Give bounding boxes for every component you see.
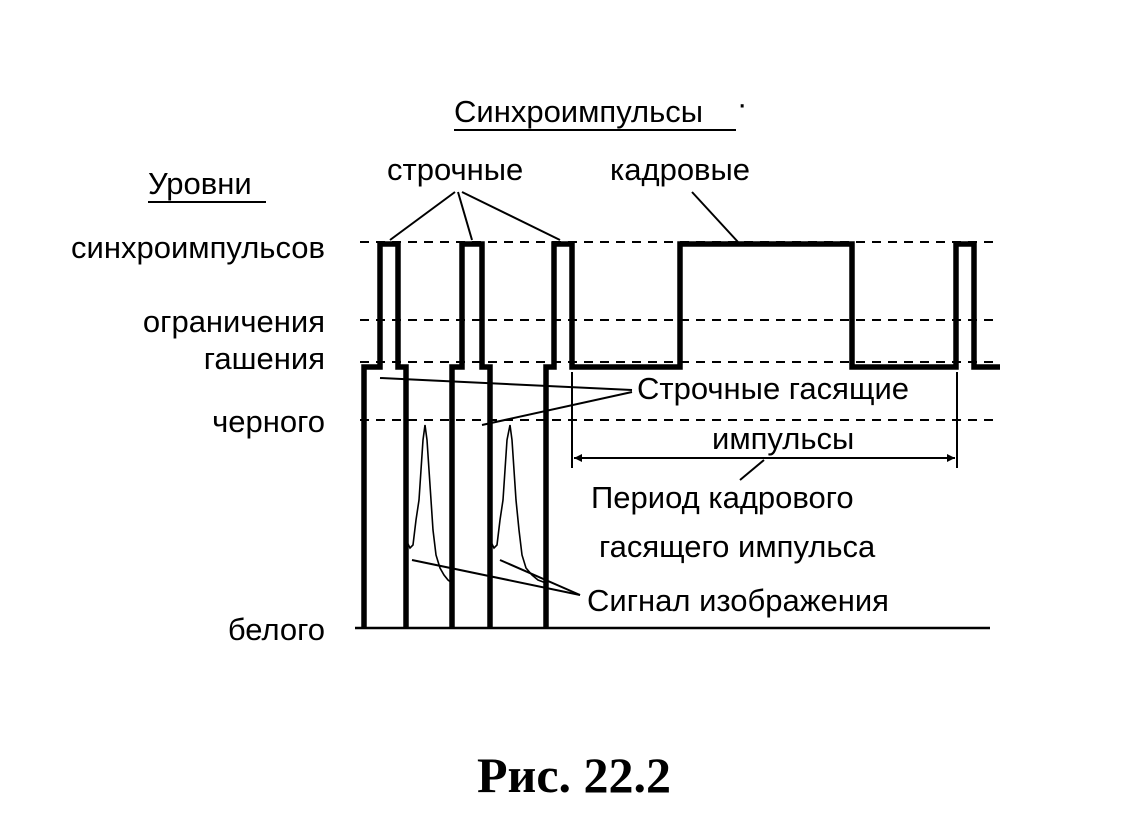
leader-video-signal-2 bbox=[499, 559, 581, 596]
video-signal-bump-1 bbox=[405, 424, 453, 584]
figure-caption: Рис. 22.2 bbox=[477, 747, 671, 803]
line-blanking-label-2: импульсы bbox=[712, 421, 854, 456]
leader-line-sync-3 bbox=[461, 191, 561, 241]
video-waveform bbox=[361, 241, 409, 628]
frame-period-label-2: гасящего импульса bbox=[599, 529, 876, 564]
leader-line-sync-1 bbox=[389, 191, 456, 241]
line-blanking-label-1: Строчные гасящие bbox=[637, 371, 909, 406]
sync-title: Синхроимпульсы bbox=[454, 94, 703, 129]
level-label-black: черного bbox=[212, 404, 325, 439]
leader-video-signal-1 bbox=[411, 559, 581, 596]
levels-title: Уровни bbox=[148, 166, 252, 201]
video-signal-bump-2 bbox=[489, 424, 547, 584]
video-waveform-3 bbox=[543, 241, 1000, 628]
leader-line-sync-2 bbox=[457, 191, 473, 241]
leader-frame-period bbox=[739, 459, 765, 481]
level-label-clip: ограничения bbox=[143, 304, 325, 339]
frame-sync-label: кадровые bbox=[610, 152, 750, 187]
sync-title-mark: · bbox=[737, 86, 747, 121]
level-label-sync: синхроимпульсов bbox=[71, 230, 325, 265]
leader-frame-sync bbox=[691, 191, 739, 243]
video-signal-label: Сигнал изображения bbox=[587, 583, 889, 618]
leader-line-blanking-2 bbox=[481, 391, 633, 426]
leader-line-blanking-1 bbox=[379, 377, 633, 391]
video-waveform-2 bbox=[449, 241, 493, 628]
level-label-white: белого bbox=[228, 612, 325, 647]
line-sync-label: строчные bbox=[387, 152, 523, 187]
level-label-blank: гашения bbox=[204, 341, 325, 376]
frame-period-label-1: Период кадрового bbox=[591, 480, 854, 515]
